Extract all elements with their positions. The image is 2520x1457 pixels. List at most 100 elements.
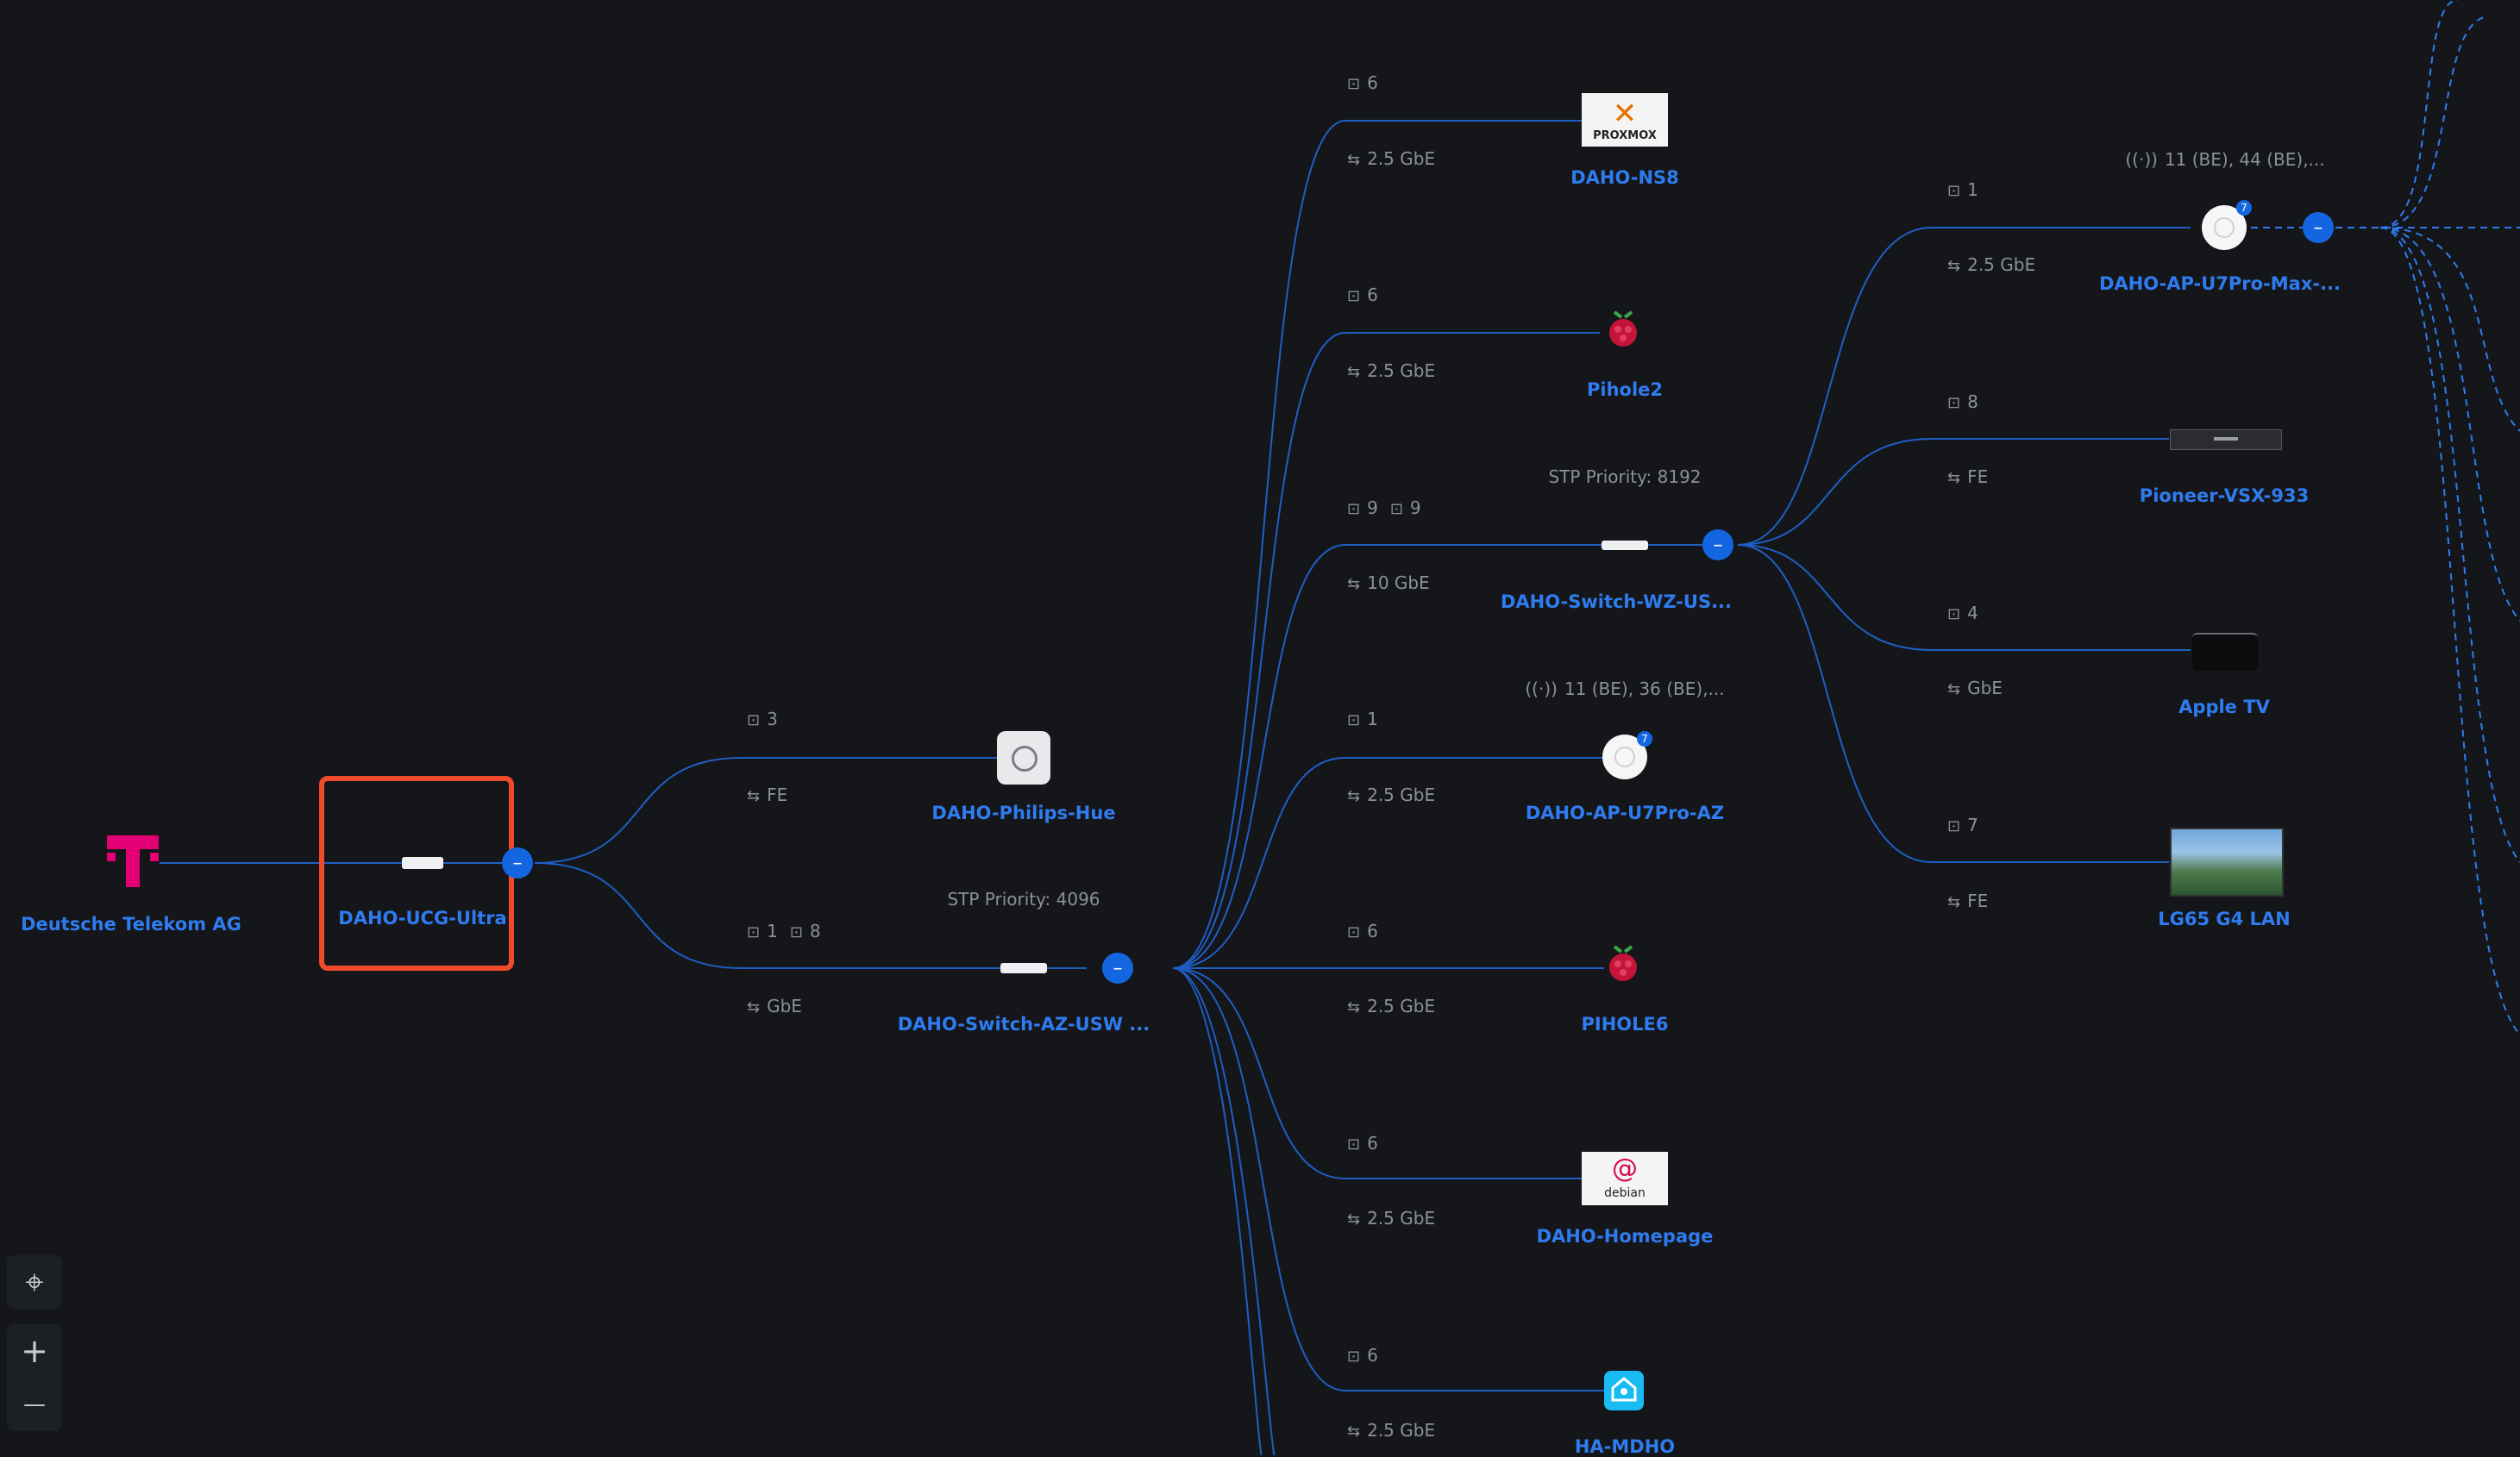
wifi-channels: ((·))11 (BE), 36 (BE),... [1525,678,1725,699]
node-label[interactable]: DAHO-UCG-Ultra [338,908,507,929]
wifi-icon: ((·)) [2125,149,2158,170]
port-count: ⊡3 [747,709,778,729]
link-speed: ⇆GbE [747,996,802,1016]
port-icon: ⊡ [747,923,761,941]
port-icon: ⊡ [1947,394,1961,412]
switch-device-icon[interactable] [1000,963,1047,973]
uplink-icon: ⇆ [1347,151,1361,169]
access-point-icon[interactable]: 7 [2202,200,2252,250]
apple-tv-icon[interactable] [2192,633,2258,671]
uplink-icon: ⇆ [1347,998,1361,1016]
node-label[interactable]: Pihole2 [1586,379,1664,400]
node-label[interactable]: DAHO-Switch-WZ-US... [1501,591,1732,612]
node-label[interactable]: PIHOLE6 [1581,1014,1669,1035]
port-count: ⊡7 [1947,815,1978,835]
client-count-badge: 7 [2236,200,2252,216]
port-count: ⊡6 [1347,285,1378,305]
port-count: ⊡6 [1347,72,1378,93]
port-icon: ⊡ [1347,1348,1361,1366]
port-icon: ⊡ [1347,923,1361,941]
tv-icon[interactable] [2170,828,2284,897]
node-label[interactable]: DAHO-Switch-AZ-USW ... [897,1014,1150,1035]
node-label[interactable]: Deutsche Telekom AG [21,914,241,935]
port-count: ⊡1⊡8 [747,921,821,941]
node-label[interactable]: HA-MDHO [1574,1436,1676,1457]
zoom-in-button[interactable]: + [21,1332,48,1370]
proxmox-logo-icon[interactable]: ✕ PROXMOX [1582,93,1668,147]
switch-device-icon[interactable] [1602,541,1648,550]
port-count: ⊡8 [1947,391,1978,412]
node-label[interactable]: Apple TV [2178,697,2270,717]
telekom-logo-icon[interactable] [103,832,162,891]
home-assistant-icon[interactable] [1604,1371,1644,1410]
poe-port-icon: ⊡ [789,923,803,941]
port-icon: ⊡ [1347,287,1361,305]
port-icon: ⊡ [1347,1135,1361,1154]
node-label[interactable]: DAHO-Philips-Hue [931,803,1116,823]
link-speed: ⇆2.5 GbE [1347,996,1436,1016]
wifi-channels: ((·))11 (BE), 44 (BE),... [2125,149,2325,170]
port-count: ⊡6 [1347,921,1378,941]
uplink-icon: ⇆ [1947,257,1961,275]
av-receiver-icon[interactable] [2170,429,2282,450]
port-icon: ⊡ [1947,605,1961,623]
link-speed: ⇆2.5 GbE [1347,148,1436,169]
wifi-icon: ((·)) [1525,678,1558,699]
link-speed: ⇆2.5 GbE [1347,1208,1436,1229]
node-label[interactable]: LG65 G4 LAN [2158,909,2291,929]
zoom-out-button[interactable]: — [23,1391,46,1417]
port-icon: ⊡ [1347,500,1361,518]
locate-control: ⌖ [7,1255,62,1309]
link-speed: ⇆2.5 GbE [1347,785,1436,805]
locate-button[interactable]: ⌖ [25,1262,44,1301]
raspberry-pi-icon[interactable] [1602,941,1644,991]
port-icon: ⊡ [1947,182,1961,200]
node-label[interactable]: DAHO-NS8 [1570,167,1679,188]
uplink-icon: ⇆ [1947,893,1961,911]
link-speed: ⇆FE [1947,466,1989,487]
client-count-badge: 7 [1637,731,1652,747]
node-label[interactable]: DAHO-AP-U7Pro-Max-... [2098,273,2341,294]
port-count: ⊡6 [1347,1133,1378,1154]
port-count: ⊡9⊡9 [1347,497,1421,518]
philips-hue-bridge-icon[interactable] [997,731,1050,785]
port-icon: ⊡ [747,711,761,729]
uplink-icon: ⇆ [1347,787,1361,805]
switch-az-collapse-button[interactable]: – [1102,953,1133,984]
raspberry-pi-icon[interactable] [1602,307,1644,357]
link-speed: ⇆GbE [1947,678,2003,698]
poe-port-icon: ⊡ [1389,500,1403,518]
stp-priority: STP Priority: 4096 [947,889,1100,910]
link-speed: ⇆10 GbE [1347,572,1430,593]
port-icon: ⊡ [1947,817,1961,835]
link-speed: ⇆2.5 GbE [1947,254,2036,275]
node-label[interactable]: Pioneer-VSX-933 [2139,485,2310,506]
debian-logo-icon[interactable]: @ debian [1582,1152,1668,1205]
switch-wz-collapse-button[interactable]: – [1702,529,1733,560]
gateway-collapse-button[interactable]: – [502,847,533,879]
uplink-icon: ⇆ [1947,680,1961,698]
uplink-icon: ⇆ [747,998,761,1016]
link-speed: ⇆2.5 GbE [1347,360,1436,381]
uplink-icon: ⇆ [1947,469,1961,487]
port-count: ⊡1 [1347,709,1378,729]
port-count: ⊡4 [1947,603,1978,623]
link-speed: ⇆FE [1947,891,1989,911]
uplink-icon: ⇆ [747,787,761,805]
port-count: ⊡1 [1947,179,1978,200]
gateway-highlight-box [319,776,514,971]
node-label[interactable]: DAHO-AP-U7Pro-AZ [1525,803,1725,823]
access-point-icon[interactable]: 7 [1602,731,1652,779]
port-icon: ⊡ [1347,75,1361,93]
node-label[interactable]: DAHO-Homepage [1536,1226,1714,1247]
uplink-icon: ⇆ [1347,1210,1361,1229]
stp-priority: STP Priority: 8192 [1548,466,1702,487]
uplink-icon: ⇆ [1347,1423,1361,1441]
port-icon: ⊡ [1347,711,1361,729]
uplink-icon: ⇆ [1347,363,1361,381]
zoom-controls: + — [7,1324,62,1431]
port-count: ⊡6 [1347,1345,1378,1366]
link-speed: ⇆2.5 GbE [1347,1420,1436,1441]
gateway-device-icon[interactable] [402,857,443,869]
ap-max-collapse-button[interactable]: – [2303,212,2334,243]
